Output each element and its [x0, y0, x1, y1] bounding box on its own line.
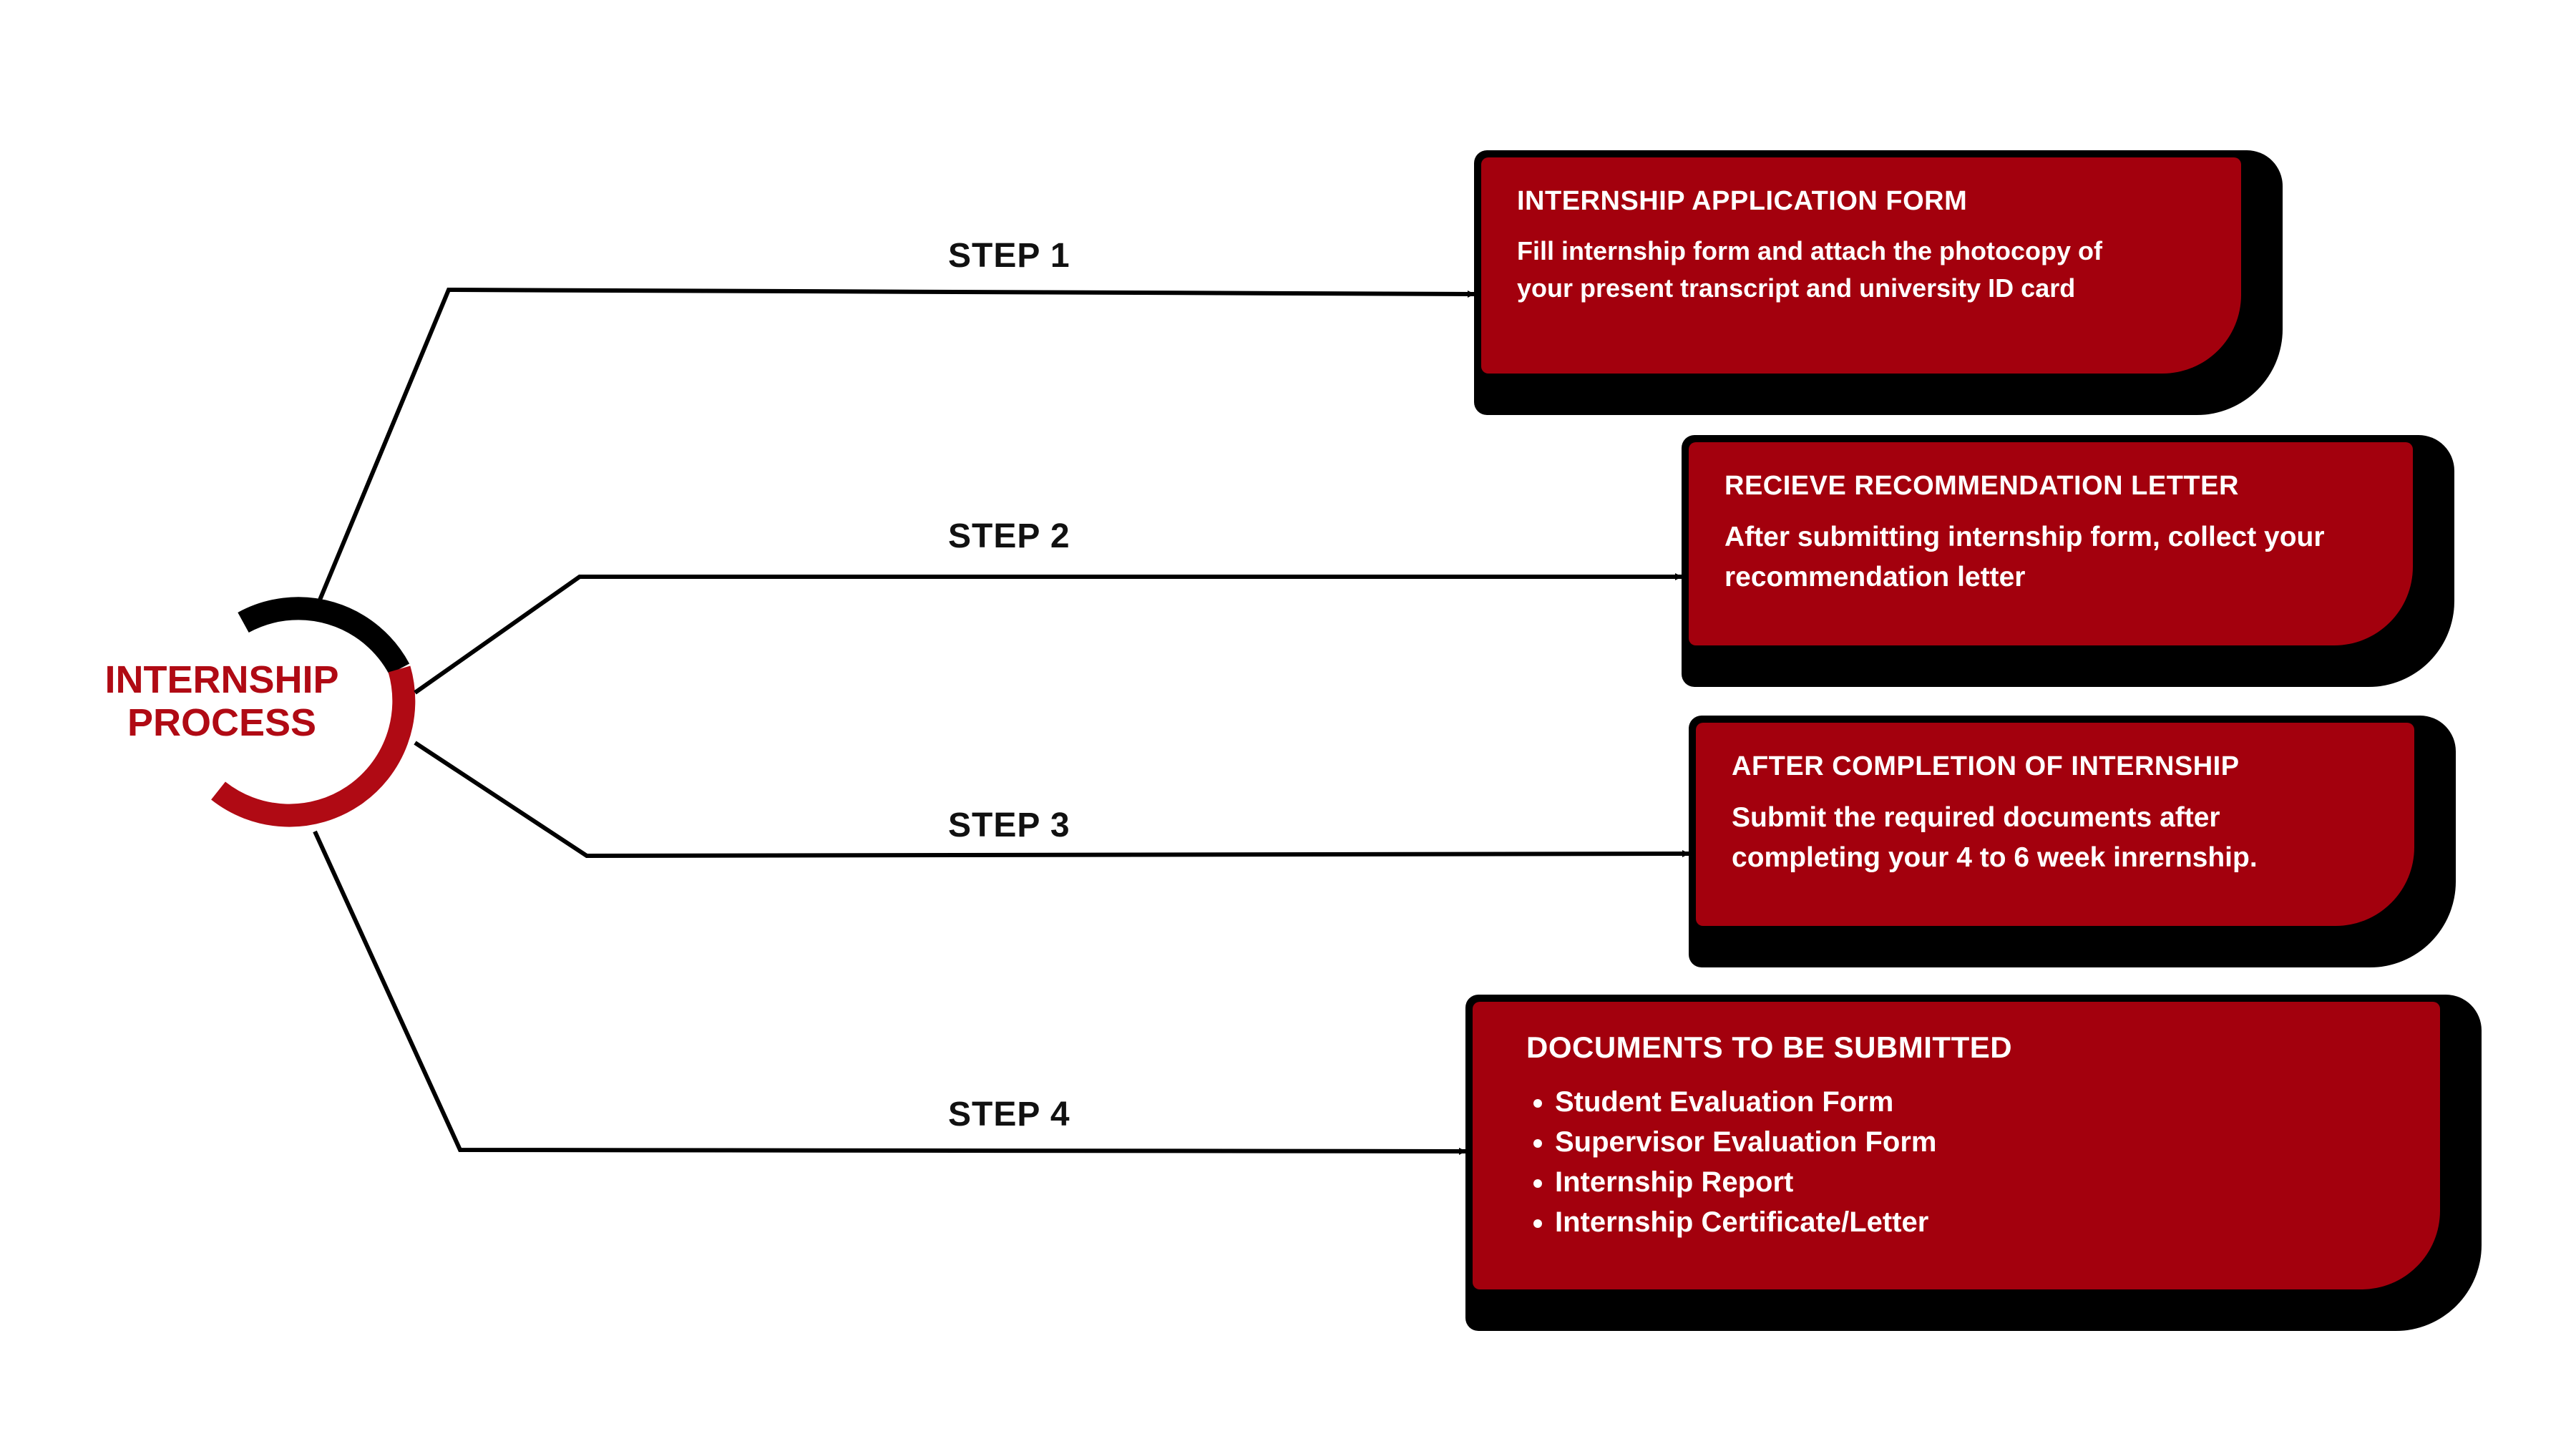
list-item: Internship Report: [1555, 1162, 2404, 1202]
list-item: Student Evaluation Form: [1555, 1082, 2404, 1122]
step-1-label: STEP 1: [948, 237, 1070, 275]
documents-list: Student Evaluation Form Supervisor Evalu…: [1526, 1082, 2404, 1242]
connector-step-3: [414, 741, 1689, 859]
connector-step-4: [313, 830, 1466, 1155]
card-step-3: AFTER COMPLETION OF INTERNSHIP Submit th…: [1689, 716, 2456, 967]
connector-step-2: [414, 573, 1682, 695]
hub-ring-red: [211, 665, 416, 827]
card-text: After submitting internship form, collec…: [1724, 522, 2325, 592]
card-face: INTERNSHIP APPLICATION FORM Fill interns…: [1481, 157, 2241, 374]
list-item: Internship Certificate/Letter: [1555, 1202, 2404, 1242]
step-2-label: STEP 2: [948, 517, 1070, 555]
hub-title-line-2: PROCESS: [127, 701, 317, 744]
card-step-2: RECIEVE RECOMMENDATION LETTER After subm…: [1682, 435, 2454, 687]
list-item: Supervisor Evaluation Form: [1555, 1122, 2404, 1162]
hub-title-line-1: INTERNSHIP: [104, 658, 339, 701]
step-4-label: STEP 4: [948, 1096, 1070, 1133]
hub-title: INTERNSHIP PROCESS: [100, 658, 343, 744]
card-step-4: DOCUMENTS TO BE SUBMITTED Student Evalua…: [1465, 995, 2482, 1331]
card-text: Fill internship form and attach the phot…: [1517, 236, 2102, 303]
card-title: DOCUMENTS TO BE SUBMITTED: [1526, 1030, 2013, 1064]
card-title: RECIEVE RECOMMENDATION LETTER: [1724, 471, 2239, 501]
step-3-label: STEP 3: [948, 806, 1070, 844]
hub-ring-black: [238, 597, 410, 675]
card-title: INTERNSHIP APPLICATION FORM: [1517, 186, 1968, 216]
connector-step-1: [313, 287, 1475, 613]
card-face: AFTER COMPLETION OF INTERNSHIP Submit th…: [1696, 723, 2414, 926]
card-text: Submit the required documents after comp…: [1732, 802, 2258, 873]
card-face: RECIEVE RECOMMENDATION LETTER After subm…: [1689, 442, 2413, 645]
card-face: DOCUMENTS TO BE SUBMITTED Student Evalua…: [1473, 1002, 2440, 1289]
card-step-1: INTERNSHIP APPLICATION FORM Fill interns…: [1474, 150, 2283, 415]
card-title: AFTER COMPLETION OF INTERNSHIP: [1732, 751, 2240, 781]
